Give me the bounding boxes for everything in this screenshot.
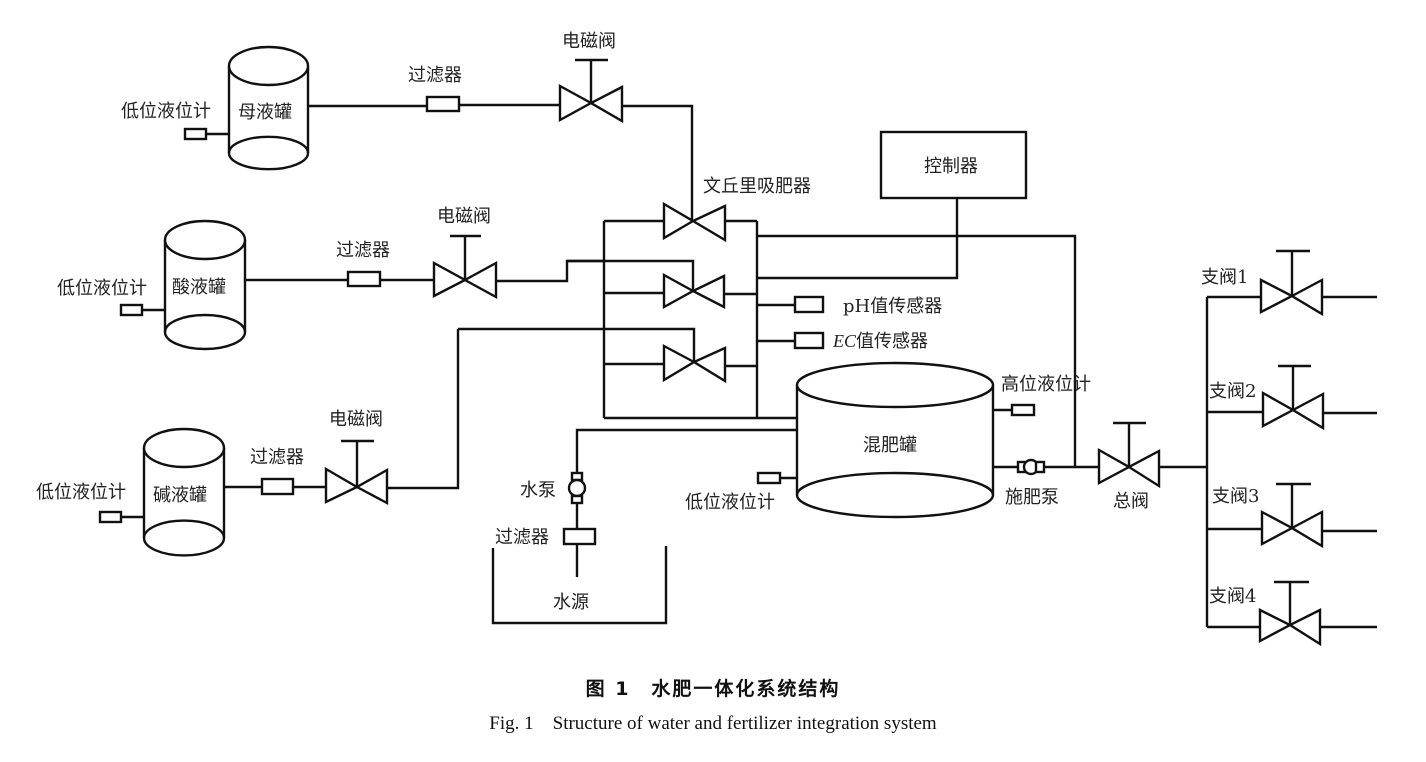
solenoid-valve-3-label: 电磁阀 — [329, 409, 383, 430]
figure-caption-cn: 图 1 水肥一体化系统结构 — [585, 678, 841, 700]
controller: 控制器 — [879, 130, 1028, 200]
venturi-injector-2 — [567, 259, 757, 310]
ec-sensor-prefix: EC — [832, 331, 857, 351]
ph-sensor: pH值传感器 — [757, 295, 942, 317]
main-valve-label: 总阀 — [1113, 491, 1149, 512]
mother-tank: 母液罐 — [227, 45, 310, 171]
venturi-injector-1 — [604, 201, 757, 243]
alkali-tank-label: 碱液罐 — [153, 485, 207, 506]
low-level-gauge-1: 低位液位计 — [121, 101, 229, 141]
branch-valve-3-label: 支阀3 — [1212, 486, 1259, 507]
low-level-gauge-2: 低位液位计 — [57, 278, 165, 317]
low-level-gauge-1-label: 低位液位计 — [121, 101, 211, 122]
water-filter-label: 过滤器 — [495, 527, 549, 548]
controller-label: 控制器 — [924, 156, 978, 177]
low-level-gauge-mix: 低位液位计 — [685, 471, 797, 513]
water-source: 水源 — [491, 546, 668, 625]
acid-tank-label: 酸液罐 — [172, 277, 226, 298]
solenoid-valve-2: 电磁阀 — [432, 206, 498, 300]
solenoid-valve-3: 电磁阀 — [324, 409, 389, 505]
figure-caption-en: Fig. 1 Structure of water and fertilizer… — [489, 713, 937, 734]
venturi-injector-3 — [458, 327, 757, 384]
solenoid-valve-2-label: 电磁阀 — [437, 206, 491, 227]
low-level-gauge-3: 低位液位计 — [36, 482, 144, 524]
ec-sensor: EC值传感器 — [757, 331, 928, 352]
mother-tank-label: 母液罐 — [238, 102, 292, 123]
branch-valve-4: 支阀4 — [1207, 580, 1377, 647]
alkali-tank: 碱液罐 — [142, 427, 226, 557]
branch-valve-2: 支阀2 — [1207, 364, 1377, 431]
filter-2-label: 过滤器 — [336, 240, 390, 261]
svg-text:pH值传感器: pH值传感器 — [843, 296, 942, 317]
ec-sensor-suffix: 值传感器 — [856, 331, 928, 352]
branch-valve-1: 支阀1 — [1201, 249, 1377, 317]
svg-text:EC值传感器: EC值传感器 — [832, 331, 928, 352]
acid-tank: 酸液罐 — [163, 219, 247, 351]
low-level-gauge-3-label: 低位液位计 — [36, 482, 126, 503]
fertilizer-pump-label: 施肥泵 — [1005, 487, 1059, 508]
water-pump: 水泵 — [520, 471, 587, 505]
branch-valve-4-label: 支阀4 — [1209, 586, 1256, 607]
water-pump-label: 水泵 — [520, 480, 556, 501]
solenoid-valve-1-label: 电磁阀 — [562, 31, 616, 52]
mix-tank-label: 混肥罐 — [863, 435, 917, 456]
ph-sensor-prefix: pH — [843, 296, 870, 317]
water-filter: 过滤器 — [495, 527, 597, 548]
filter-3: 过滤器 — [250, 447, 304, 496]
filter-1-label: 过滤器 — [408, 65, 462, 86]
branch-valve-2-label: 支阀2 — [1209, 381, 1256, 402]
fertilizer-pump: 施肥泵 — [1005, 458, 1059, 508]
high-level-gauge: 高位液位计 — [993, 374, 1091, 417]
water-source-label: 水源 — [553, 592, 589, 613]
ph-sensor-suffix: 值传感器 — [870, 296, 942, 317]
filter-3-label: 过滤器 — [250, 447, 304, 468]
venturi-label: 文丘里吸肥器 — [703, 176, 811, 197]
mix-tank: 混肥罐 — [795, 361, 995, 519]
main-valve: 总阀 — [1097, 421, 1161, 512]
branch-valve-1-label: 支阀1 — [1201, 267, 1248, 288]
low-level-gauge-2-label: 低位液位计 — [57, 278, 147, 299]
branch-valve-3: 支阀3 — [1207, 482, 1377, 549]
high-level-gauge-label: 高位液位计 — [1001, 374, 1091, 395]
low-level-gauge-mix-label: 低位液位计 — [685, 492, 775, 513]
filter-1: 过滤器 — [408, 65, 462, 113]
solenoid-valve-1: 电磁阀 — [558, 31, 624, 124]
